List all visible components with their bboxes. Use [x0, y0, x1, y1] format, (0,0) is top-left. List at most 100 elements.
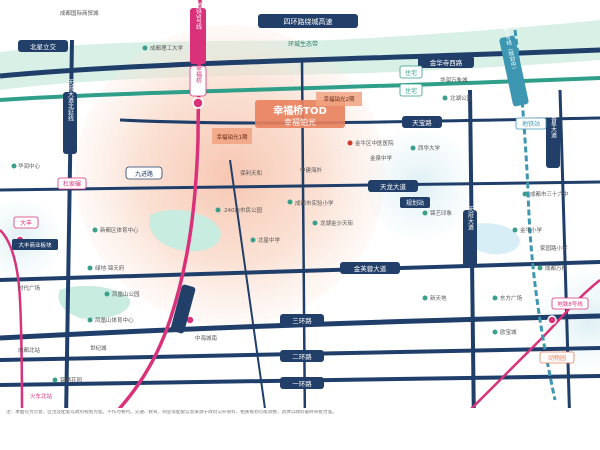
- poi-yulin: 金泉中学: [370, 154, 393, 162]
- lake-east: [467, 223, 520, 255]
- label-yaoxuan: [170, 284, 196, 334]
- svg-text:幸福桥: 幸福桥: [195, 64, 202, 84]
- jinhuasi-road: [0, 76, 600, 102]
- label-beiyu: 北星立交: [18, 40, 68, 52]
- svg-text:环城生态带: 环城生态带: [288, 40, 318, 48]
- label-jinxing: 金星大道: [546, 113, 560, 168]
- right-badge-1: 地铁站: [515, 117, 547, 130]
- tod-title-box: [255, 100, 345, 128]
- poi-jinjiang: 金牛小学: [520, 226, 543, 234]
- left-badge-dafeng-business: 大丰商业板块: [12, 239, 58, 250]
- svg-text:住宅: 住宅: [405, 69, 417, 77]
- poi-hua-center: 华润中心: [18, 162, 41, 170]
- poi-station-big: 火车北站: [30, 392, 53, 400]
- svg-text:动物园: 动物园: [548, 354, 566, 362]
- poi-zhengzhou: 成都北站: [18, 346, 41, 354]
- svg-text:一环路: 一环路: [292, 379, 312, 388]
- poi-greenland: 绿地·锦天府: [95, 264, 125, 272]
- svg-text:金星大道: 金星大道: [550, 113, 557, 139]
- tod-plot-1-label: 幸福铂光1期: [217, 133, 248, 141]
- label-jinhuasi: 金华寺西路: [418, 56, 474, 68]
- tod-plot-2[interactable]: [316, 92, 362, 106]
- poi-ocean: 凤凰山体育中心: [95, 316, 134, 324]
- poi-liyuan: 华润万象城: [440, 76, 468, 84]
- label-jinfurong: 金芙蓉大道: [340, 262, 400, 274]
- park-south-west: [58, 285, 131, 320]
- svg-text:规划站: 规划站: [406, 199, 424, 207]
- right-badge-2: 规划站: [400, 197, 430, 208]
- svg-text:天宝路: 天宝路: [412, 118, 432, 127]
- tod-title: 幸福桥TOD: [273, 104, 327, 117]
- svg-text:天龙大道: 天龙大道: [380, 182, 407, 191]
- svg-text:大丰商业板块: 大丰商业板块: [18, 241, 52, 249]
- poi-cbd: 北湖公园: [450, 94, 473, 102]
- tod-plot-2-label: 幸福铂光2期: [324, 95, 355, 103]
- svg-text:三环路: 三环路: [292, 316, 312, 325]
- zone-badge-1: 住宅: [399, 65, 423, 79]
- poi-shiji: 世纪城: [90, 344, 107, 352]
- poi-west-label: 成都国际商贸城: [60, 9, 99, 17]
- label-station-xingfuqiao: 幸福桥: [189, 64, 207, 97]
- svg-text:金芙蓉大道: 金芙蓉大道: [354, 264, 387, 273]
- label-ring4: 四环路绕城高速: [258, 14, 358, 28]
- label-tianbao: 天宝路: [402, 116, 442, 128]
- poi-park: 240亩市民公园: [224, 206, 262, 214]
- poi-zhonghai: 中建海外: [300, 166, 323, 174]
- poi-school1: 成都市实验小学: [295, 199, 334, 207]
- poi-shidai: 时代广场: [18, 284, 41, 292]
- poi-xintiandi: 新天地: [430, 294, 447, 302]
- poi-dots: [11, 45, 543, 383]
- park-240mu: [149, 210, 221, 252]
- svg-text:地铁8号线: 地铁8号线: [557, 300, 583, 308]
- poi-jiayuan: 家园路小学: [540, 244, 568, 252]
- footer-disclaimer: 注：本图仅为示意，区位及配套以政府规划为准，不作为要约。交通、教育、商业等配套信…: [6, 410, 337, 415]
- water-halo-south-east: [540, 270, 600, 370]
- poi-university: 成都理工大学: [150, 44, 184, 52]
- tianfu-north-road: [64, 39, 74, 421]
- poi-vanke: 成都万科: [545, 264, 568, 272]
- svg-text:北星立交: 北星立交: [30, 42, 57, 51]
- poi-jinshan: 锦绣花园: [60, 376, 83, 384]
- poi-sanshi: 成都市三十六中: [530, 190, 569, 198]
- svg-text:地铁5号线: 地铁5号线: [195, 1, 202, 30]
- label-ring2: 二环路: [280, 350, 324, 362]
- svg-text:金华寺西路: 金华寺西路: [430, 58, 463, 67]
- jinfurong-road: [0, 260, 600, 282]
- label-tianfu-south: 天府大道: [463, 206, 477, 266]
- left-badge-dujianian: 杜家碾: [57, 177, 87, 190]
- left-badge-dafeng: 大丰: [13, 216, 39, 229]
- svg-text:大丰: 大丰: [20, 219, 32, 227]
- poi-xinjin: 保利天和: [240, 169, 262, 177]
- label-metro5: 地铁5号线: [190, 1, 206, 64]
- svg-text:四环路绕城高速: 四环路绕城高速: [284, 17, 333, 26]
- right-badge-zoo: 动物园: [539, 351, 575, 364]
- label-tianfu-north: 天府大道北延线: [63, 79, 77, 154]
- poi-oubao: 欧宝城: [500, 328, 517, 336]
- svg-text:杜家碾: 杜家碾: [63, 180, 81, 188]
- poi-hospital: 金牛区中医医院: [355, 139, 394, 147]
- label-tianlong: 天龙大道: [368, 180, 418, 192]
- poi-market: 锦艺印象: [430, 209, 453, 217]
- poi-zhongfu: 中海城南: [195, 334, 218, 342]
- tod-subtitle: 幸福铂光: [284, 117, 316, 127]
- poi-xihua: 西华大学: [418, 144, 441, 152]
- poi-library: 龙湖金沙天街: [320, 219, 354, 227]
- footer-disclaimer-wrap: 注：本图仅为示意，区位及配套以政府规划为准，不作为要约。交通、教育、商业等配套信…: [6, 410, 337, 415]
- poi-stadium: 新都区体育中心: [100, 226, 139, 234]
- zone-badge-2: 住宅: [399, 83, 423, 97]
- poi-park2: 凤凰山公园: [112, 290, 140, 298]
- svg-text:二环路: 二环路: [292, 352, 312, 361]
- label-ring1: 一环路: [280, 377, 324, 389]
- label-huancheng: 环城生态带: [288, 40, 318, 48]
- label-ring3: 三环路: [280, 314, 324, 326]
- station-xingfuqiao-marker[interactable]: [192, 97, 204, 109]
- svg-text:地铁站: 地铁站: [522, 120, 540, 128]
- jinxing-road: [558, 89, 572, 431]
- svg-text:天府大道: 天府大道: [467, 206, 474, 231]
- tod-highlight-area: [75, 25, 385, 325]
- tod-plot-1[interactable]: [212, 128, 252, 144]
- footer-bg: [0, 408, 600, 450]
- station-east-marker[interactable]: [547, 315, 557, 325]
